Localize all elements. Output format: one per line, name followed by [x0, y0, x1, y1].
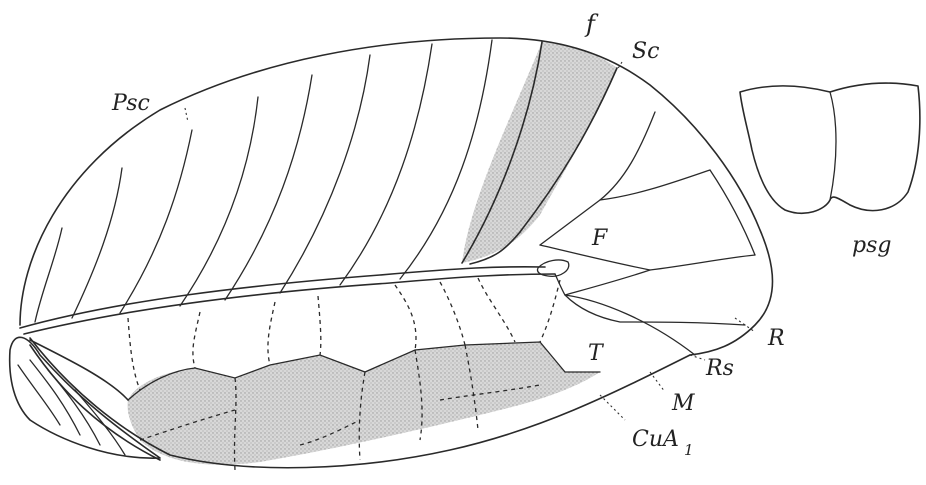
dashed-vein — [128, 318, 140, 390]
dashed-vein — [268, 302, 275, 365]
basal-piece-vein — [18, 365, 60, 425]
costal-stem-vein — [20, 267, 545, 328]
cross-vein — [120, 130, 192, 313]
apical-vein — [565, 295, 745, 325]
cross-vein — [280, 55, 370, 293]
forewing-outline — [20, 38, 773, 355]
dashed-vein — [395, 285, 416, 350]
dashed-vein — [440, 282, 465, 345]
dashed-vein — [540, 280, 560, 342]
label-m: M — [671, 391, 695, 416]
basal-piece-vein — [48, 370, 100, 445]
apical-vein — [555, 274, 565, 295]
lower-field — [30, 278, 690, 470]
apical-vein — [565, 270, 695, 355]
dashed-vein — [478, 278, 515, 342]
cross-vein — [340, 44, 432, 285]
forewing — [20, 38, 773, 355]
leader-m — [650, 372, 665, 392]
leader-cua — [600, 395, 625, 420]
dashed-vein — [193, 312, 200, 368]
apical-vein — [540, 245, 755, 270]
apical-vein — [600, 170, 710, 200]
leader-rs — [690, 355, 705, 360]
cross-vein — [180, 97, 258, 306]
leader-psc — [185, 108, 188, 122]
shaded-hex-cells — [128, 342, 601, 465]
label-cua-subscript: 1 — [684, 441, 694, 459]
psg-plate-inset — [740, 83, 920, 213]
label-psg: psg — [852, 233, 891, 258]
dashed-vein — [318, 296, 321, 355]
label-cua: CuA — [632, 427, 679, 452]
psg-plate-outline — [740, 83, 920, 213]
label-sc: Sc — [632, 39, 659, 64]
label-f-field: F — [591, 226, 608, 251]
apical-vein — [710, 170, 755, 255]
label-f: f — [584, 10, 599, 38]
label-r: R — [767, 326, 785, 351]
label-psc: Psc — [111, 91, 150, 116]
label-rs: Rs — [705, 356, 734, 381]
label-t: T — [588, 341, 605, 366]
psg-midline — [830, 92, 836, 200]
cross-vein — [72, 168, 122, 318]
